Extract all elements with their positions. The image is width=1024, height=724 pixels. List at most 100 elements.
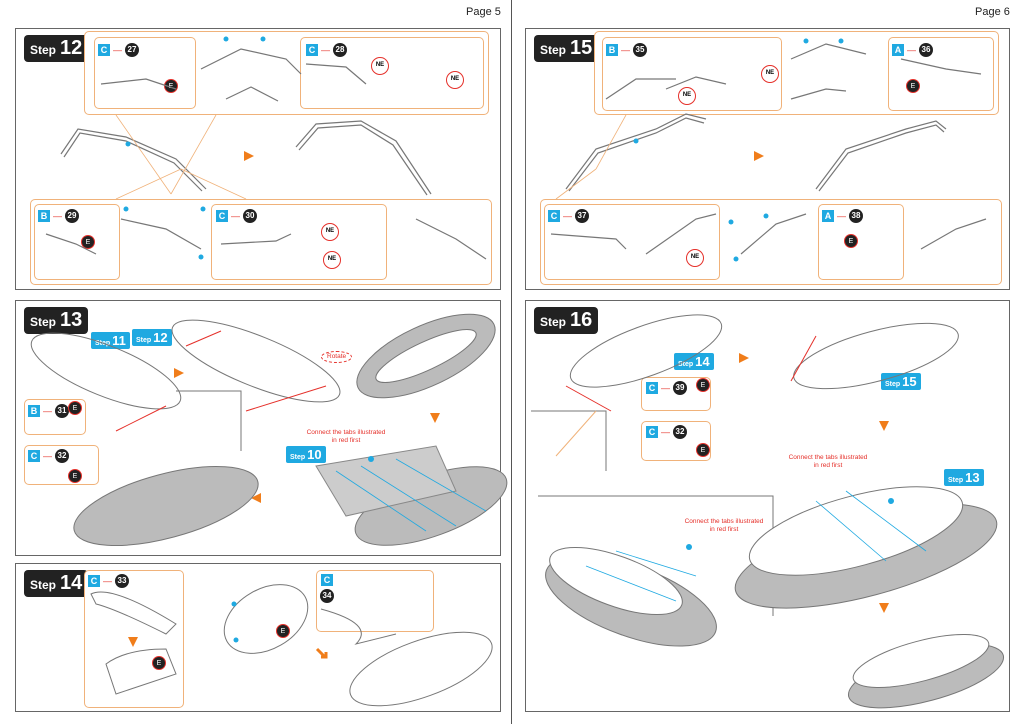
ref-label: Step [290,454,306,461]
bend-marker: E [81,235,95,249]
sheet-letter: C [28,450,40,462]
part-number: 38 [849,209,863,223]
rotate-label: Rotate [321,351,353,363]
sheet-letter: C [98,44,110,56]
arrow-right-icon [174,368,184,378]
arrow-right-icon [244,151,254,161]
part-callout: C—37 [548,209,589,223]
ne-marker: NE [761,65,779,83]
frame-illustration [550,38,987,262]
ref-number: 10 [307,447,322,462]
step-reference: Step 13 [944,469,984,486]
arrow-left-icon [251,493,261,503]
ne-marker: NE [678,87,696,105]
step-number: 15 [570,37,593,59]
arrow-down-icon [879,603,889,613]
sheet-letter: A [892,44,904,56]
arrow-down-icon [879,421,889,431]
part-callout: C—33 [88,574,129,588]
step-label: Step [30,578,57,592]
part-number: 29 [65,209,79,223]
arrow-right-icon [754,151,764,161]
ref-label: Step [678,361,694,368]
page-number: Page 6 [975,6,1010,18]
sheet-letter: B [38,210,50,222]
bend-marker: E [152,656,166,670]
step-number: 14 [60,572,83,594]
sheet-letter: C [321,574,333,586]
step-label: Step [30,43,57,57]
part-callout: C—39 [646,381,687,395]
bend-marker: E [906,79,920,93]
side-panel-illustration [90,584,493,707]
hull-assembly-illustration [531,314,1005,709]
ref-number: 15 [902,374,917,389]
part-number: 34 [320,589,334,603]
ne-marker: NE [446,71,464,89]
sheet-letter: B [28,405,40,417]
part-callout: B—31 [28,404,69,418]
part-callout: B—35 [606,43,647,57]
sheet-letter: C [306,44,318,56]
page-number: Page 5 [466,6,501,18]
part-callout: C—27 [98,43,139,57]
detail-box [316,570,434,632]
bend-marker: E [696,378,710,392]
step-number: 16 [570,309,593,331]
ref-label: Step [948,477,964,484]
arrow-right-icon [739,353,749,363]
frame-illustration [45,36,487,260]
part-number: 36 [919,43,933,57]
arrow-down-icon [128,637,138,647]
step-label: Step [30,315,57,329]
ref-number: 11 [112,333,126,348]
step-reference: Step 10 [286,446,326,463]
part-callout: B—29 [38,209,79,223]
hull-illustration [30,313,508,546]
part-number: 28 [333,43,347,57]
part-callout: A—36 [892,43,933,57]
ref-number: 14 [695,354,710,369]
step-reference: Step 12 [132,329,172,346]
detail-box [94,37,196,109]
sheet-letter: B [606,44,618,56]
part-number: 39 [673,381,687,395]
part-callout: A—38 [822,209,863,223]
sheet-letter: C [216,210,228,222]
instruction-note: Connect the tabs illustrated in red firs… [684,518,764,533]
bend-marker: E [68,469,82,483]
bend-marker: E [696,443,710,457]
part-number: 27 [125,43,139,57]
sheet-letter: C [548,210,560,222]
step-label: Step [540,43,567,57]
part-callout: C—28 [306,43,347,57]
bend-marker: E [164,79,178,93]
sheet-letter: A [822,210,834,222]
bend-marker: E [68,401,82,415]
bend-marker: E [844,234,858,248]
ref-label: Step [885,381,901,388]
step-reference: Step 14 [674,353,714,370]
part-number: 35 [633,43,647,57]
instruction-note: Connect the tabs illustrated in red firs… [306,429,386,444]
step-number: 13 [60,309,83,331]
ref-number: 13 [965,470,980,485]
ne-marker: NE [323,251,341,269]
part-number: 31 [55,404,69,418]
ref-label: Step [136,337,152,344]
part-callout: C—32 [646,425,687,439]
part-callout: C—30 [216,209,257,223]
instruction-note: Connect the tabs illustrated in red firs… [788,454,868,469]
sheet-letter: C [88,575,100,587]
ne-marker: NE [371,57,389,75]
part-callout: C 34 [320,574,334,603]
part-number: 32 [55,449,69,463]
sheet-letter: C [646,382,658,394]
